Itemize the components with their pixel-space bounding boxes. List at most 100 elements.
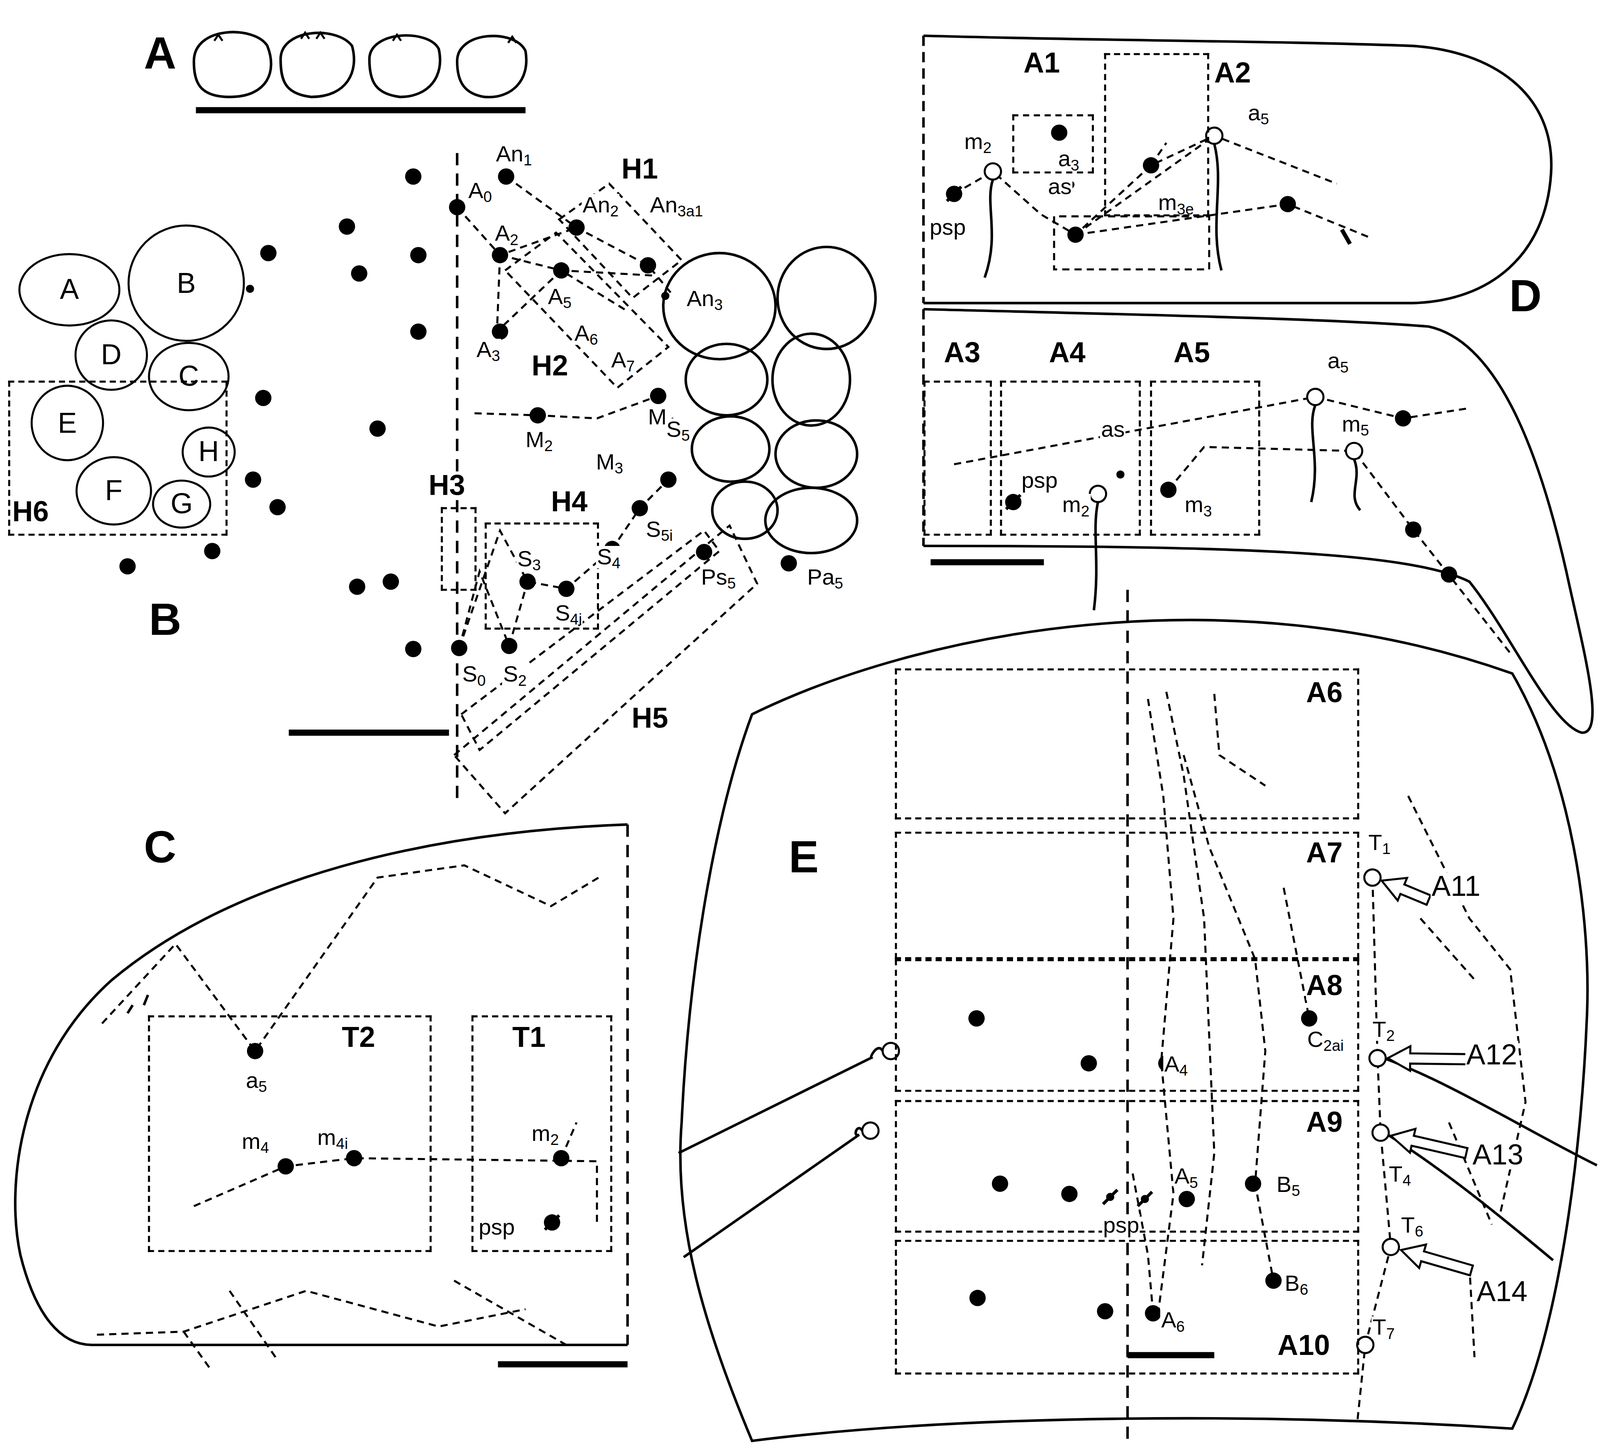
eye-lens: D bbox=[74, 319, 148, 391]
seta-dot bbox=[1160, 481, 1177, 499]
panel-letter: A bbox=[142, 30, 178, 76]
seta-label: psp bbox=[477, 1216, 516, 1239]
eye-letter: E bbox=[57, 408, 77, 438]
seta-label: An3 bbox=[685, 287, 724, 311]
trichobothrium bbox=[984, 163, 1002, 180]
trichobothrium bbox=[862, 1122, 879, 1139]
seta-dot bbox=[1405, 521, 1422, 538]
seta-dot bbox=[1142, 157, 1160, 174]
trichobothrium bbox=[882, 1042, 900, 1060]
seta-label: T1 bbox=[1367, 831, 1392, 854]
panel-letter: B bbox=[147, 596, 183, 642]
seta-dot bbox=[491, 247, 509, 264]
seta-dot bbox=[345, 1150, 363, 1167]
trichobothrium bbox=[1382, 1238, 1400, 1256]
seta-label: T7 bbox=[1371, 1316, 1396, 1339]
trichobothrium bbox=[1357, 1336, 1374, 1353]
small-dot bbox=[245, 284, 254, 293]
group-label: A1 bbox=[1023, 49, 1061, 78]
eye-lens: E bbox=[30, 384, 105, 462]
group-label: A10 bbox=[1277, 1331, 1331, 1361]
eye-lens: G bbox=[152, 479, 212, 529]
chaeta-group-box: A3 bbox=[923, 380, 992, 536]
seta-label: An3a1 bbox=[649, 194, 705, 217]
seta-dot bbox=[1097, 1303, 1114, 1320]
group-label: H3 bbox=[428, 471, 466, 501]
group-label: H1 bbox=[620, 155, 660, 184]
seta-dot bbox=[946, 185, 963, 203]
seta-dot bbox=[1279, 196, 1296, 213]
eye-letter: G bbox=[170, 489, 193, 519]
seta-label: m3 bbox=[1183, 493, 1213, 517]
seta-dot bbox=[498, 168, 515, 185]
seta-dot bbox=[1394, 410, 1412, 427]
seta-dot bbox=[338, 218, 356, 235]
seta-dot bbox=[1265, 1272, 1282, 1289]
seta-label: m5 bbox=[1340, 413, 1371, 436]
seta-label: An2 bbox=[581, 194, 620, 217]
seta-label: m2 bbox=[530, 1122, 560, 1145]
seta-label: S3 bbox=[516, 547, 542, 571]
small-dot bbox=[1116, 470, 1125, 479]
seta-dot bbox=[491, 323, 509, 340]
seta-label: S4 bbox=[595, 545, 622, 569]
seta-dot bbox=[969, 1289, 986, 1307]
trichobothrium bbox=[1307, 388, 1324, 406]
seta-dot bbox=[1005, 493, 1022, 511]
seta-dot bbox=[519, 573, 536, 590]
seta-dot bbox=[639, 257, 656, 274]
seta-dot bbox=[1067, 226, 1084, 243]
eye-letter: C bbox=[178, 362, 200, 391]
seta-dot bbox=[405, 168, 422, 185]
seta-dot bbox=[1061, 1185, 1078, 1202]
seta-label: a5 bbox=[245, 1069, 269, 1092]
eye-letter: A bbox=[59, 275, 79, 305]
group-label: A11 bbox=[1430, 872, 1482, 902]
seta-dot bbox=[349, 578, 366, 595]
seta-dot bbox=[553, 262, 570, 279]
group-label: H4 bbox=[551, 487, 588, 517]
chaeta-group-box: A9 bbox=[895, 1099, 1360, 1233]
eye-lens: H bbox=[181, 426, 236, 478]
seta-dot bbox=[558, 580, 575, 597]
seta-dot bbox=[410, 247, 427, 264]
seta-label: m3e bbox=[1157, 191, 1196, 214]
pseudopore bbox=[946, 186, 962, 202]
eye-letter: D bbox=[100, 340, 122, 370]
seta-label: C2ai bbox=[1306, 1028, 1345, 1051]
group-label: A5 bbox=[1173, 338, 1211, 368]
group-label: A3 bbox=[944, 338, 981, 368]
seta-label: as bbox=[1099, 418, 1126, 441]
seta-dot bbox=[649, 387, 667, 405]
seta-label: Ps5 bbox=[700, 566, 737, 589]
chaeta-group-box: A6 bbox=[895, 668, 1360, 820]
pseudopore bbox=[1006, 494, 1021, 510]
chaeta-group-box: H3 bbox=[440, 507, 477, 591]
pseudopore bbox=[544, 1215, 560, 1230]
seta-dot bbox=[204, 542, 221, 560]
callout-arrow bbox=[1401, 1244, 1473, 1276]
seta-label: a5 bbox=[1246, 102, 1271, 125]
seta-label: m4 bbox=[240, 1130, 270, 1153]
seta-dot bbox=[780, 555, 798, 572]
panel-letter: E bbox=[787, 834, 820, 880]
pseudopore bbox=[1137, 1191, 1153, 1207]
seta-label: A0 bbox=[467, 179, 493, 203]
seta-dot bbox=[119, 558, 136, 575]
seta-dot bbox=[1244, 1175, 1262, 1192]
seta-dot bbox=[500, 637, 518, 654]
eye-lens: B bbox=[127, 224, 245, 342]
eye-lens: F bbox=[75, 456, 152, 526]
eye-letter: F bbox=[105, 476, 123, 506]
group-label: T2 bbox=[341, 1023, 376, 1053]
seta-dot bbox=[1440, 566, 1458, 583]
trichobothrium bbox=[1364, 869, 1381, 886]
eye-lens: A bbox=[18, 253, 121, 327]
chaeta-group-box: A1 bbox=[1012, 114, 1094, 174]
small-dot bbox=[661, 291, 670, 300]
seta-label: A2 bbox=[493, 222, 520, 245]
seta-dot bbox=[245, 471, 262, 488]
seta-label: Pa5 bbox=[806, 566, 845, 589]
group-label: A12 bbox=[1465, 1040, 1519, 1070]
